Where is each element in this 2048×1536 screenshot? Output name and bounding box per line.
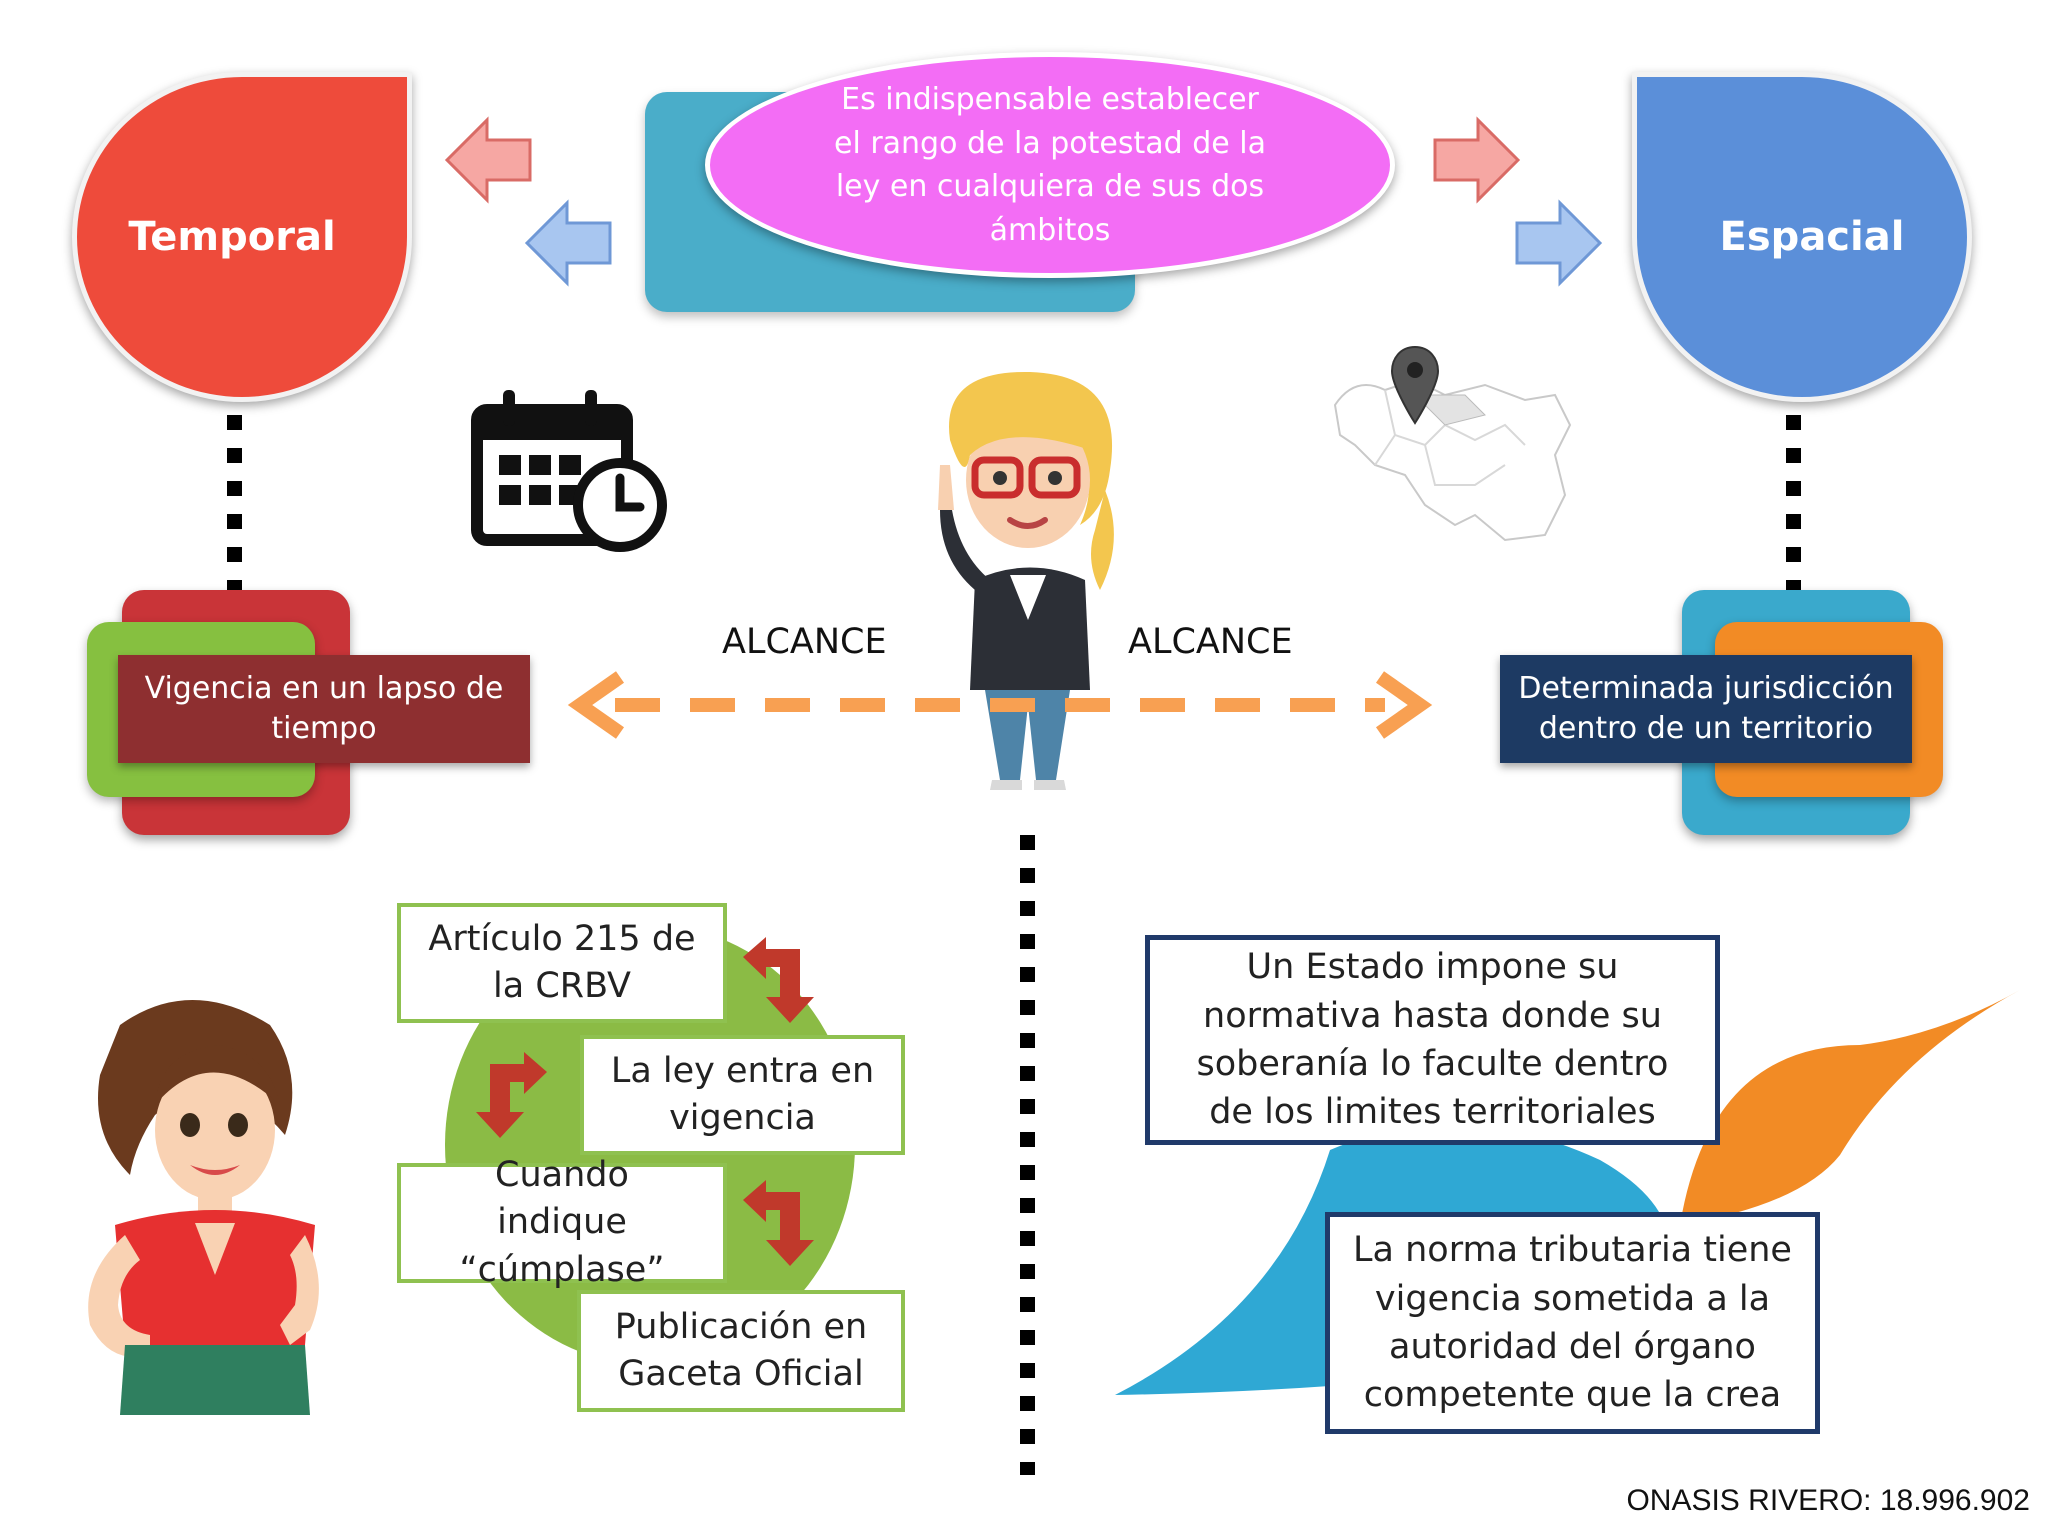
step-4-box: Publicación en Gaceta Oficial: [577, 1290, 905, 1412]
arrow-right-red-icon: [1433, 116, 1521, 204]
arrow-left-blue-icon: [524, 199, 612, 287]
espacial-description-box: Determinada jurisdicción dentro de un te…: [1500, 655, 1912, 763]
step-1-box: Artículo 215 de la CRBV: [397, 903, 727, 1023]
alcance-double-arrow: [567, 671, 1433, 739]
temporal-drop: Temporal: [72, 72, 412, 402]
step-2-box: La ley entra en vigencia: [580, 1035, 905, 1155]
temporal-title: Temporal: [128, 214, 336, 260]
decor-orange-sail: [1680, 990, 2020, 1225]
alcance-label-left: ALCANCE: [722, 622, 887, 662]
woman-red-shirt-illustration: [88, 1000, 319, 1415]
temporal-dotted-connector: [227, 415, 242, 595]
temporal-description: Vigencia en un lapso de tiempo: [144, 670, 504, 747]
center-dotted-divider: [1020, 835, 1035, 1475]
step-arrow-2-icon: [476, 1052, 547, 1138]
espacial-description: Determinada jurisdicción dentro de un te…: [1518, 670, 1894, 747]
espacial-title: Espacial: [1719, 214, 1905, 260]
step-2-text: La ley entra en vigencia: [610, 1050, 875, 1138]
step-3-box: Cuando indique “cúmplase”: [397, 1155, 727, 1290]
woman-glasses-illustration: [938, 371, 1114, 790]
venezuela-map-icon: [1333, 378, 1572, 542]
alcance-label-right: ALCANCE: [1128, 622, 1293, 662]
arrow-right-blue-icon: [1515, 199, 1603, 287]
map-pin-icon: [1390, 345, 1440, 425]
arrow-left-red-icon: [444, 116, 532, 204]
espacial-drop: Espacial: [1632, 72, 1972, 402]
step-4-text: Publicación en Gaceta Oficial: [614, 1306, 868, 1394]
step-arrow-3-icon: [743, 1180, 814, 1266]
espacial-note-1-text: Un Estado impone su normativa hasta dond…: [1196, 947, 1669, 1133]
intro-bubble: Es indispensable establecer el rango de …: [705, 52, 1395, 278]
temporal-description-box: Vigencia en un lapso de tiempo: [118, 655, 530, 763]
espacial-note-2: La norma tributaria tiene vigencia somet…: [1325, 1212, 1820, 1434]
step-arrow-1-icon: [743, 937, 814, 1023]
espacial-dotted-connector: [1786, 415, 1801, 595]
calendar-clock-icon: [471, 390, 667, 552]
step-1-text: Artículo 215 de la CRBV: [428, 918, 696, 1006]
step-3-text: Cuando indique “cúmplase”: [459, 1155, 665, 1290]
author-credit: ONASIS RIVERO: 18.996.902: [1626, 1484, 2030, 1517]
espacial-note-2-text: La norma tributaria tiene vigencia somet…: [1353, 1230, 1792, 1416]
espacial-note-1: Un Estado impone su normativa hasta dond…: [1145, 935, 1720, 1145]
intro-text: Es indispensable establecer el rango de …: [833, 82, 1266, 248]
